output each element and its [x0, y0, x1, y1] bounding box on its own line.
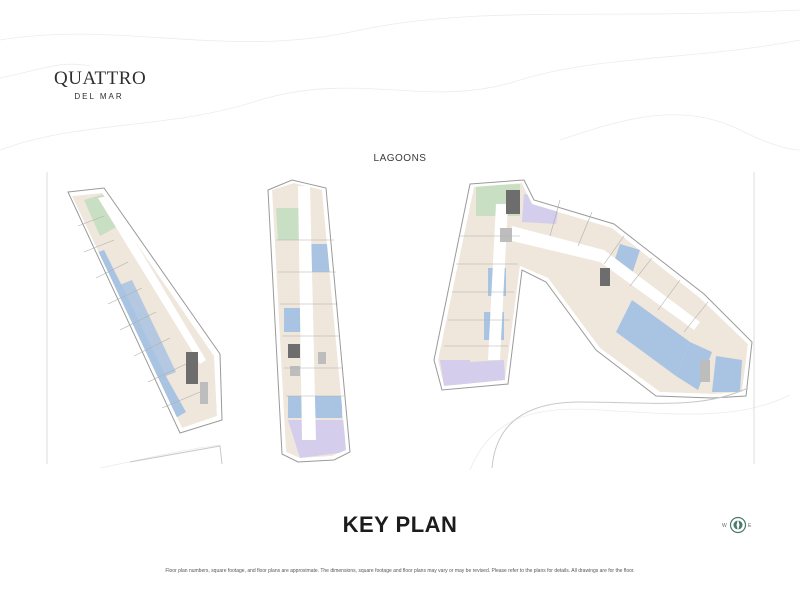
page-title: KEY PLAN [342, 512, 458, 537]
building-a[interactable] [67, 187, 223, 434]
building-c[interactable] [433, 179, 753, 399]
compass-east-label: E [748, 523, 752, 529]
compass-icon [729, 516, 747, 534]
logo-title: QUATTRO [54, 68, 147, 89]
compass-west-label: W [722, 523, 727, 529]
lagoon-edge [491, 387, 749, 469]
plan-frame [46, 172, 755, 464]
logo-subtitle: DEL MAR [74, 92, 124, 101]
lagoons-label: LAGOONS [373, 153, 427, 164]
compass: W E [720, 516, 754, 538]
background-contours [0, 9, 800, 471]
plot-line [129, 445, 223, 465]
disclaimer-text: Floor plan numbers, square footage, and … [165, 568, 635, 574]
building-b[interactable] [267, 179, 351, 463]
